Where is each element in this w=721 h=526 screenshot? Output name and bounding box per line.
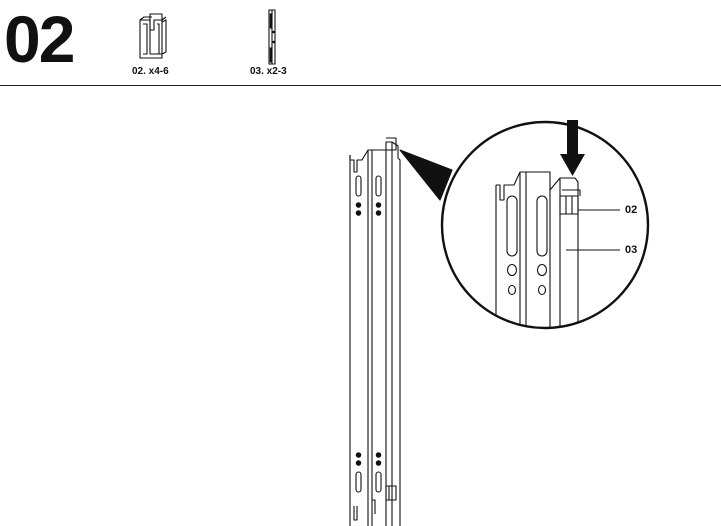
header-divider	[0, 85, 721, 86]
part-clip-label: 02. x4-6	[132, 66, 169, 77]
callout-02-label: 02	[625, 204, 638, 216]
callout-03-label: 03	[625, 244, 638, 256]
part-upright-label: 03. x2-3	[250, 66, 287, 77]
upright-post-icon	[268, 9, 276, 65]
zoom-pointer	[399, 149, 453, 201]
upright-post	[349, 137, 401, 526]
clip-icon	[139, 13, 167, 59]
step-number: 02	[4, 2, 75, 76]
zoom-detail	[440, 120, 650, 330]
insert-arrow	[560, 120, 585, 176]
part-upright	[262, 8, 282, 66]
part-clip	[132, 10, 182, 70]
